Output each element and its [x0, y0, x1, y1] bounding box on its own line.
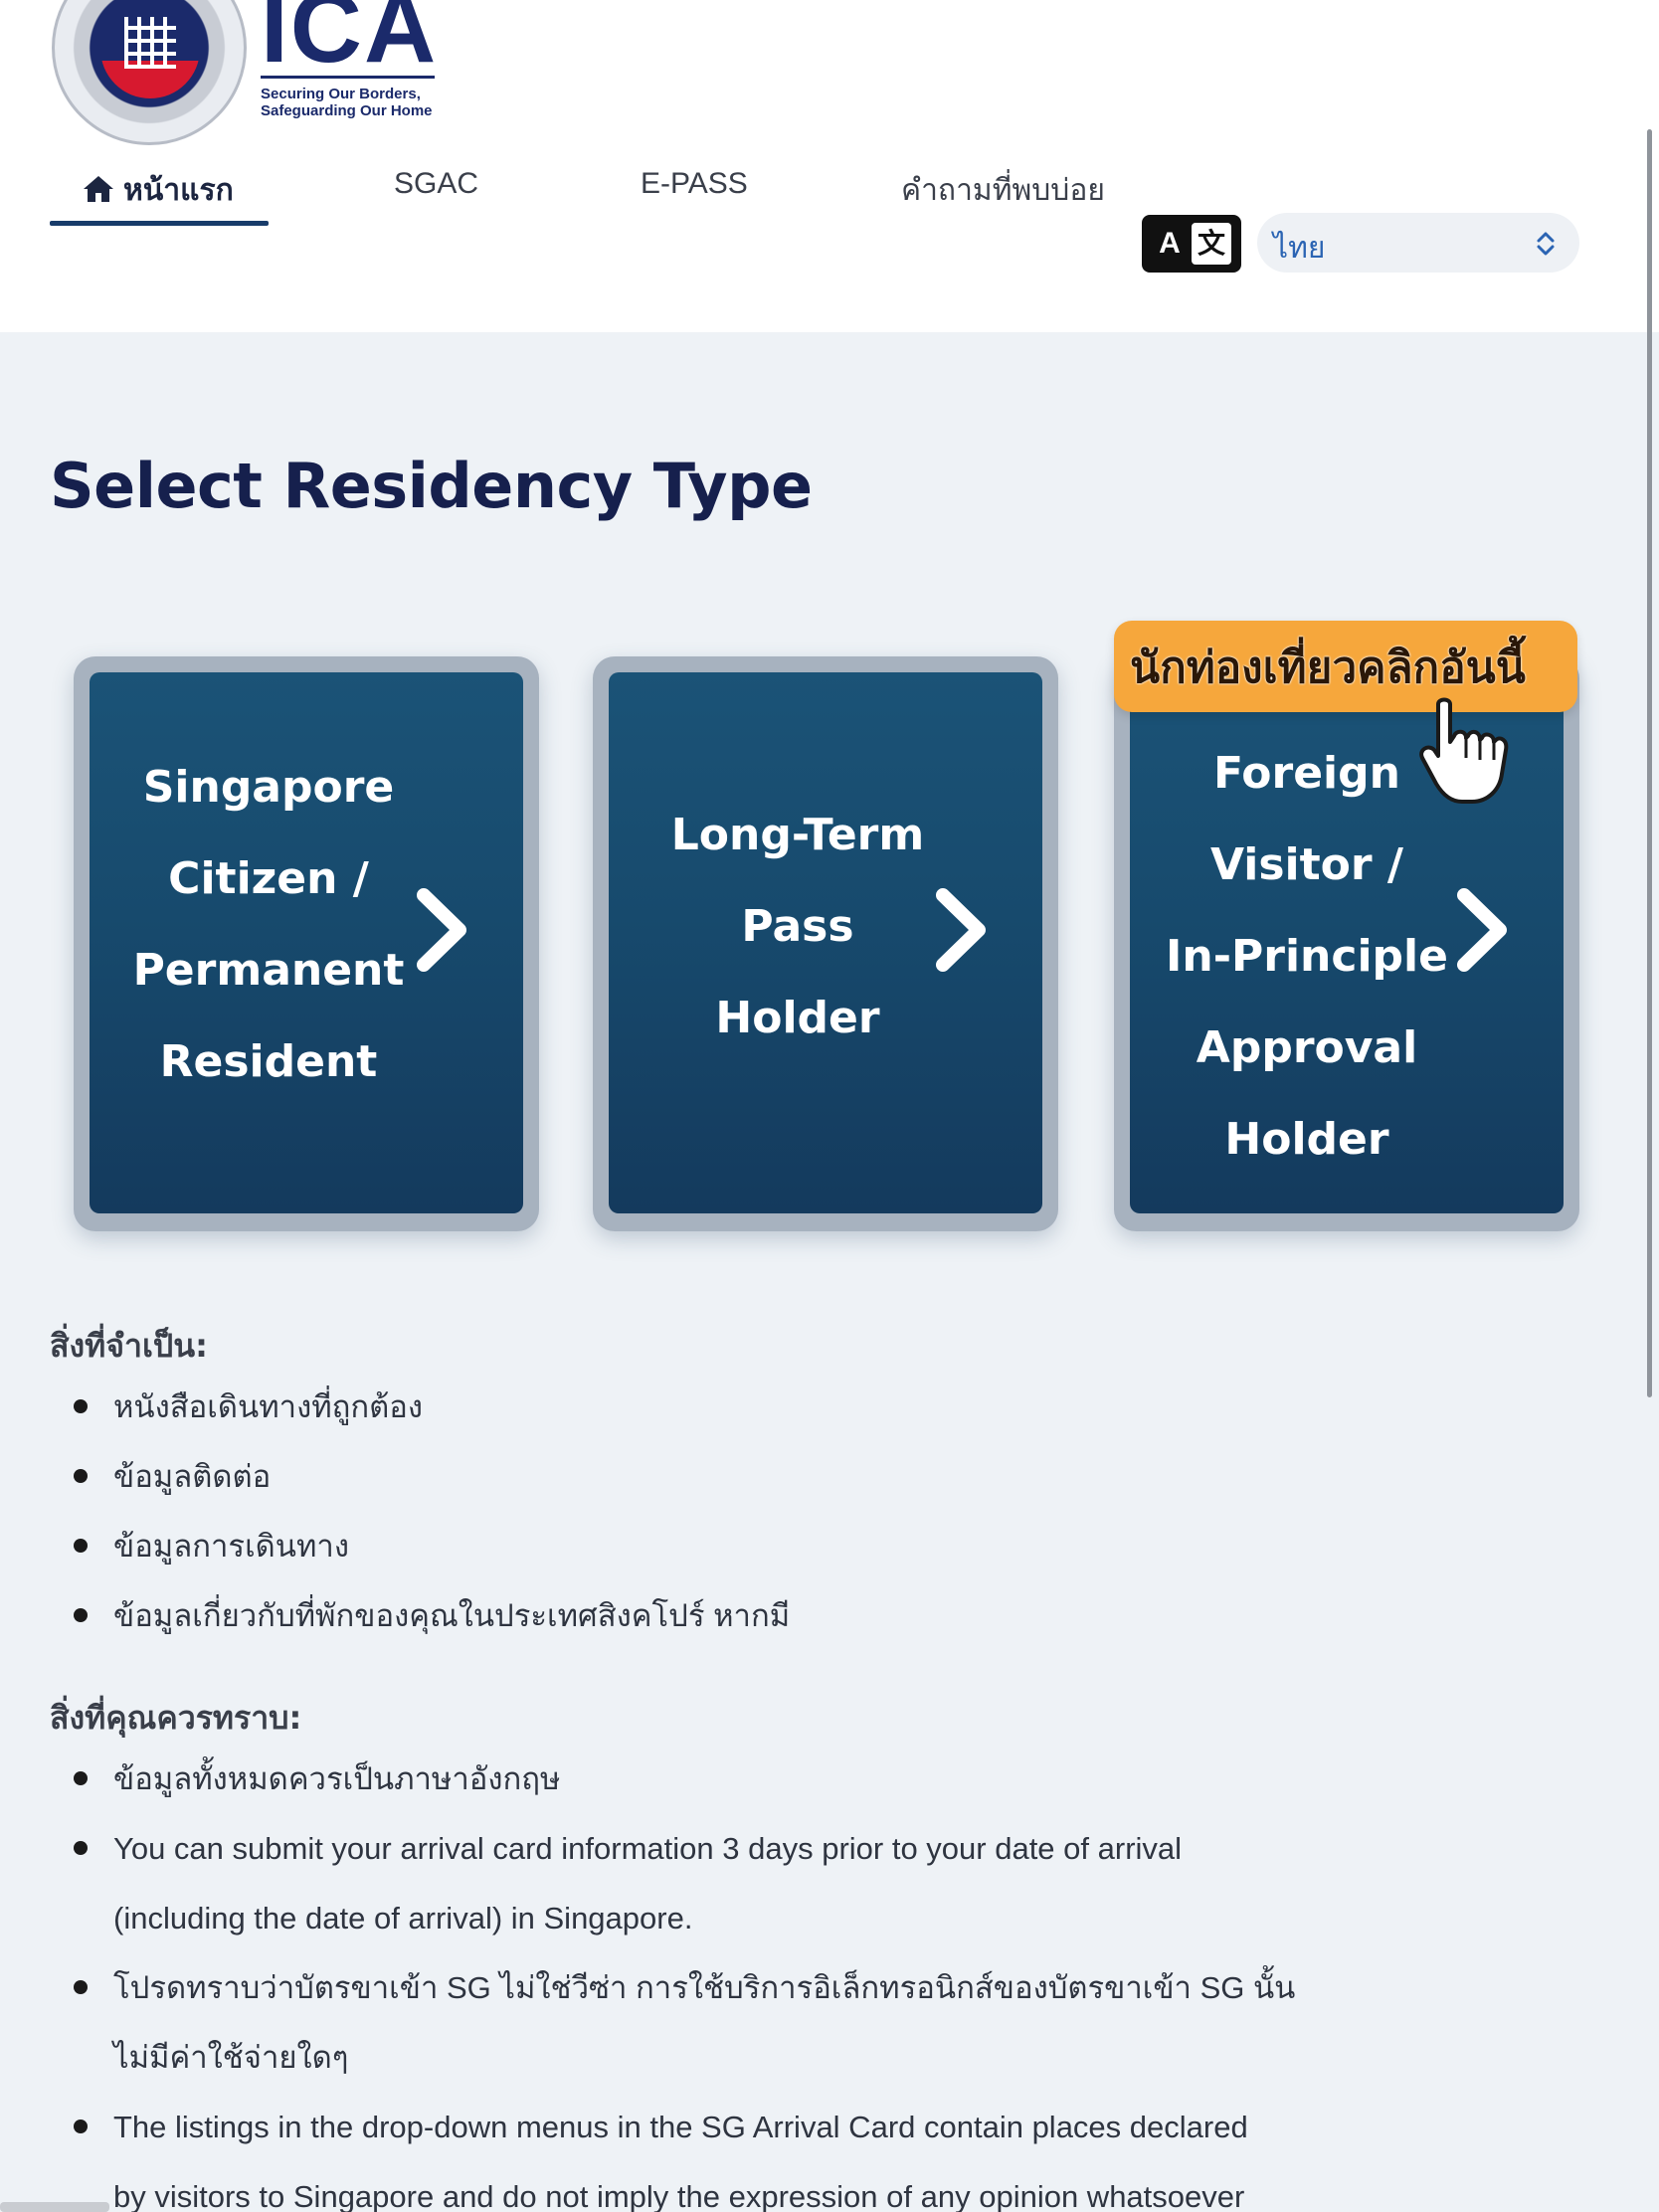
nav-faq[interactable]: คำถามที่พบบ่อย	[901, 174, 1105, 207]
bullet	[74, 1539, 88, 1553]
card-line: Holder	[1224, 1114, 1389, 1165]
translate-icon[interactable]: A 文	[1142, 215, 1241, 273]
active-tab-indicator	[50, 221, 269, 226]
nav-home[interactable]: หน้าแรก	[50, 167, 269, 223]
list-item: โปรดทราบว่าบัตรขาเข้า SG ไม่ใช่วีซ่า การ…	[70, 1953, 1343, 2093]
brand-name[interactable]: ICA	[261, 0, 439, 84]
list-item-text: ข้อมูลทั้งหมดควรเป็นภาษาอังกฤษ	[113, 1761, 561, 1796]
card-body: Singapore Citizen / Permanent Resident	[90, 672, 523, 1213]
chevron-right-icon	[1457, 888, 1507, 972]
bullet	[74, 1771, 88, 1785]
bullet	[74, 1469, 88, 1483]
chevron-right-icon	[417, 888, 466, 972]
translate-icon-cjk: 文	[1192, 223, 1231, 265]
page-scrollbar[interactable]	[1647, 129, 1652, 1397]
tourist-click-here-badge: นักท่องเที่ยวคลิกอันนี้	[1114, 621, 1577, 712]
list-item: You can submit your arrival card informa…	[70, 1814, 1343, 1953]
bullet	[74, 1980, 88, 1994]
bullet	[74, 2120, 88, 2133]
brand-tagline: Securing Our Borders, Safeguarding Our H…	[261, 86, 460, 119]
card-line: Permanent	[132, 945, 405, 996]
nav-epass[interactable]: E-PASS	[641, 167, 748, 200]
nav-home-label: หน้าแรก	[123, 174, 234, 207]
list-item-text: ข้อมูลการเดินทาง	[113, 1529, 349, 1564]
list-item-text: ข้อมูลติดต่อ	[113, 1459, 272, 1494]
list-item-text: The listings in the drop-down menus in t…	[113, 2110, 1248, 2144]
list-item-text: (including the date of arrival) in Singa…	[113, 1901, 693, 1936]
tagline-line-1: Securing Our Borders,	[261, 86, 421, 102]
list-item: ข้อมูลเกี่ยวกับที่พักของคุณในประเทศสิงคโ…	[70, 1581, 1343, 1651]
card-line: Singapore	[142, 762, 395, 813]
pointing-hand-icon	[1419, 697, 1509, 804]
chevron-right-icon	[936, 888, 986, 972]
translate-icon-latin: A	[1159, 227, 1181, 260]
card-line: Holder	[715, 993, 880, 1043]
requirements-list: หนังสือเดินทางที่ถูกต้อง ข้อมูลติดต่อ ข้…	[70, 1373, 1343, 1651]
list-item-text: ไม่มีค่าใช้จ่ายใดๆ	[113, 2040, 349, 2075]
list-item: The listings in the drop-down menus in t…	[70, 2093, 1343, 2212]
list-item-text: by visitors to Singapore and do not impl…	[113, 2179, 1245, 2212]
logo-emblem	[100, 0, 200, 98]
card-line: Resident	[159, 1036, 378, 1087]
bullet	[74, 1841, 88, 1855]
bullet	[74, 1399, 88, 1413]
card-line: In-Principle	[1166, 931, 1448, 982]
language-selected-value: ไทย	[1273, 231, 1326, 266]
badge-label: นักท่องเที่ยวคลิกอันนี้	[1130, 643, 1526, 693]
tagline-line-2: Safeguarding Our Home	[261, 102, 433, 119]
card-body: Long-Term Pass Holder	[609, 672, 1042, 1213]
card-label: Long-Term Pass Holder	[648, 790, 947, 1064]
card-long-term-pass-holder[interactable]: Long-Term Pass Holder	[593, 656, 1058, 1231]
list-item: หนังสือเดินทางที่ถูกต้อง	[70, 1373, 1343, 1442]
list-item: ข้อมูลติดต่อ	[70, 1442, 1343, 1512]
list-item-text: You can submit your arrival card informa…	[113, 1831, 1183, 1866]
ica-logo[interactable]	[52, 0, 247, 145]
nav-sgac[interactable]: SGAC	[394, 167, 479, 200]
card-line: Citizen /	[168, 853, 369, 904]
page-title: Select Residency Type	[50, 450, 813, 522]
card-label: Foreign Visitor / In-Principle Approval …	[1130, 728, 1484, 1186]
language-select[interactable]: ไทย	[1257, 213, 1579, 273]
list-item: ข้อมูลการเดินทาง	[70, 1512, 1343, 1581]
list-item-text: โปรดทราบว่าบัตรขาเข้า SG ไม่ใช่วีซ่า การ…	[113, 1970, 1296, 2005]
home-indicator	[0, 2202, 109, 2212]
logo-gate-icon	[124, 17, 176, 69]
home-icon	[84, 176, 113, 202]
list-item-text: หนังสือเดินทางที่ถูกต้อง	[113, 1389, 424, 1424]
notes-list: ข้อมูลทั้งหมดควรเป็นภาษาอังกฤษ You can s…	[70, 1745, 1343, 2212]
bullet	[74, 1608, 88, 1622]
card-singapore-citizen-pr[interactable]: Singapore Citizen / Permanent Resident	[74, 656, 539, 1231]
list-item: ข้อมูลทั้งหมดควรเป็นภาษาอังกฤษ	[70, 1745, 1343, 1814]
card-line: Long-Term	[670, 810, 925, 860]
site-header: ICA Securing Our Borders, Safeguarding O…	[0, 0, 1659, 332]
list-item-text: ข้อมูลเกี่ยวกับที่พักของคุณในประเทศสิงคโ…	[113, 1598, 791, 1633]
card-line: Foreign	[1213, 748, 1400, 799]
notes-heading: สิ่งที่คุณควรทราบ:	[50, 1699, 302, 1737]
card-line: Visitor /	[1210, 839, 1403, 890]
card-line: Pass	[741, 901, 854, 952]
brand-underline	[261, 76, 435, 79]
card-line: Approval	[1196, 1022, 1418, 1073]
select-chevron-icon	[1537, 232, 1555, 256]
card-label: Singapore Citizen / Permanent Resident	[119, 742, 418, 1108]
requirements-heading: สิ่งที่จำเป็น:	[50, 1327, 208, 1365]
